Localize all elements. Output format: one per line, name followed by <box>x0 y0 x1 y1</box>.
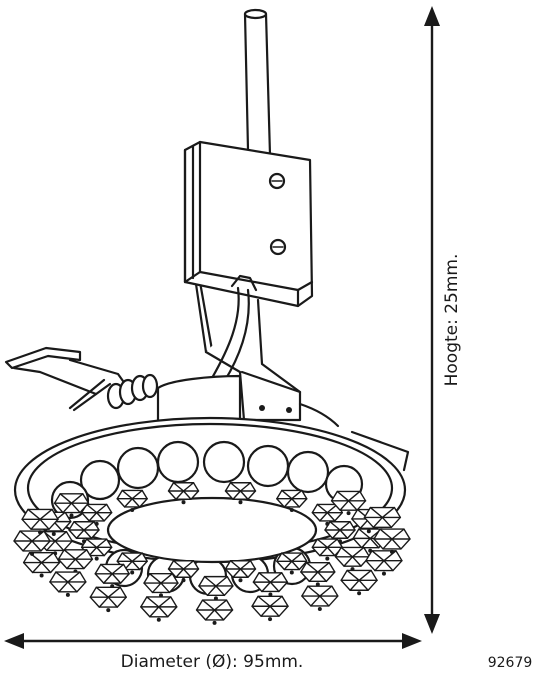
crystal-drop <box>301 585 339 611</box>
crystal-drop <box>251 595 289 622</box>
crystal-drop <box>311 538 344 561</box>
crystal-drop <box>140 596 178 622</box>
crystal-drop <box>276 552 308 575</box>
crystal-drop <box>224 482 257 505</box>
crystal-drop <box>198 575 234 601</box>
crystal-drop <box>49 571 87 597</box>
cable-loop <box>210 274 258 384</box>
crystal-drop <box>116 489 148 512</box>
crystal-drop <box>21 508 59 535</box>
crystal-drop <box>94 563 130 589</box>
diameter-label: Diameter (Ø): 95mm. <box>121 652 304 672</box>
crystal-drop <box>53 493 90 518</box>
crystal-drop <box>311 503 344 526</box>
cable-tube <box>243 8 272 157</box>
spring-clip <box>4 346 159 412</box>
crystal-drop <box>167 482 200 505</box>
crystal-drop <box>167 560 200 583</box>
diameter-dimension-arrow-icon <box>4 633 422 649</box>
crystal-drop <box>57 549 94 574</box>
article-number: 92679 <box>488 655 533 671</box>
crystal-drop <box>365 550 403 576</box>
crystal-drop <box>224 560 257 583</box>
crystal-drop <box>330 490 367 516</box>
crystal-drop <box>89 586 127 613</box>
crystal-drop <box>143 573 179 598</box>
ceiling-lamp-illustration <box>4 8 411 625</box>
crystal-drop <box>300 561 336 587</box>
crystal-drop <box>22 551 61 578</box>
height-dimension-arrow-icon <box>424 6 440 634</box>
crystal-drop <box>195 599 234 625</box>
junction-box <box>183 140 314 308</box>
crystal-ring <box>13 482 411 625</box>
mounting-bracket <box>194 280 302 422</box>
crystal-drop <box>276 489 308 512</box>
crystal-drop <box>373 528 411 554</box>
crystal-drop <box>252 572 289 597</box>
center-opening <box>106 496 318 564</box>
crystal-drop <box>340 569 378 596</box>
crystal-drop <box>324 521 356 544</box>
height-label: Hoogte: 25mm. <box>442 254 462 387</box>
crystal-drop <box>334 546 371 572</box>
crystal-drop <box>13 530 51 556</box>
crystal-drop <box>68 521 100 544</box>
